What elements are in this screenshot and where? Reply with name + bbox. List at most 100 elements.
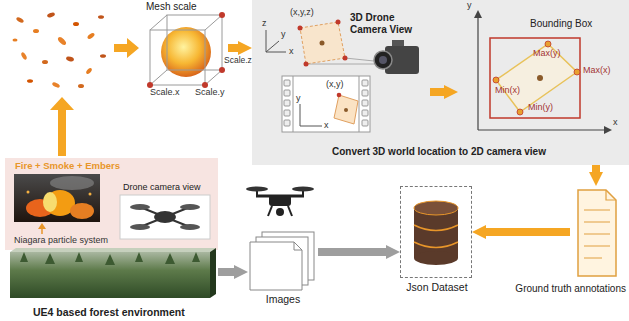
- image-stack: [294, 242, 302, 250]
- document-icon: [578, 190, 616, 276]
- node-text: 3D Drone Camera View: [350, 12, 426, 35]
- embers-image: [73, 22, 79, 26]
- mesh-cube: [205, 70, 222, 85]
- camera-icon: [392, 40, 404, 47]
- fire-image: [27, 191, 30, 194]
- projected-plane: [343, 56, 348, 61]
- embers-image: [20, 52, 27, 61]
- forest-image: [210, 248, 216, 298]
- drone-icon: [288, 206, 292, 216]
- document-icon: [584, 210, 610, 211]
- mesh-cube: [205, 15, 222, 30]
- node-text: Fire + Smoke + Embers: [15, 161, 120, 172]
- node-text: Mesh scale: [146, 1, 197, 13]
- camera-view-box: 3D Drone Camera View: [258, 4, 430, 136]
- environment-panel: [5, 158, 218, 250]
- embers-image: [85, 67, 93, 75]
- flow-arrow: [228, 44, 238, 52]
- embers-image: [100, 54, 106, 58]
- mesh-cube: [219, 12, 225, 18]
- drone-icon: [246, 187, 314, 217]
- bbox-plot: [490, 38, 580, 118]
- drone-icon: [276, 208, 284, 216]
- flow-arrow: [50, 97, 74, 156]
- forest-image: [20, 252, 28, 262]
- camera-icon: [379, 56, 387, 64]
- projected-plane: [320, 41, 325, 46]
- bbox-plot: [574, 69, 580, 75]
- diagram-label: x: [289, 47, 294, 57]
- film-strip: [300, 104, 301, 126]
- drone-view-image: [140, 207, 190, 227]
- fire-image: [14, 174, 100, 222]
- diagram-label: Max(y): [533, 49, 561, 59]
- projected-plane: [336, 20, 341, 25]
- axes-3d: [266, 41, 279, 52]
- images-box: Images: [248, 230, 318, 292]
- projected-plane: [298, 26, 303, 31]
- process-panel: [252, 0, 629, 165]
- embers-image: [52, 81, 61, 88]
- diagram-label: x: [613, 118, 618, 128]
- diagram-label: Min(x): [495, 86, 520, 96]
- bbox-plot: [537, 75, 543, 81]
- bbox-plot: [493, 77, 499, 83]
- drone-view-image: [130, 224, 150, 230]
- flow-arrow: [318, 248, 386, 256]
- niagara-leader: [38, 223, 46, 234]
- forest-image: [10, 248, 216, 298]
- bbox-plot: [474, 10, 482, 18]
- flow-arrow: [486, 228, 570, 236]
- forest-image: [10, 252, 210, 298]
- bbox-plot: [545, 41, 551, 47]
- camera-icon: [374, 40, 419, 74]
- drone-view-image: [180, 204, 200, 210]
- diagram-label: z: [262, 19, 267, 29]
- camera-icon: [374, 51, 392, 69]
- drone-icon: [269, 195, 291, 206]
- embers-image: [47, 12, 56, 18]
- film-strip: [362, 90, 368, 96]
- node-text: Json Dataset: [387, 281, 487, 293]
- mesh-cube: [147, 12, 225, 88]
- fire-image: [43, 192, 57, 212]
- node-text: Images: [238, 293, 328, 305]
- bbox-plot: [474, 10, 612, 134]
- film-strip: [284, 90, 290, 96]
- forest-image: [192, 252, 200, 262]
- document-icon: [584, 234, 610, 235]
- projected-plane: [306, 64, 374, 65]
- image-stack: [250, 242, 302, 290]
- node-text: Drone camera view: [123, 182, 201, 192]
- document-icon: [584, 246, 610, 247]
- dataset-box: Json Dataset: [400, 186, 472, 278]
- node-text: Convert 3D world location to 2D camera v…: [332, 146, 546, 158]
- projected-plane: [300, 22, 345, 64]
- bbox-plot: [604, 126, 612, 134]
- film-strip: [282, 76, 370, 132]
- drone-view-image: [180, 224, 200, 230]
- embers-image: [13, 38, 18, 41]
- film-strip: [284, 100, 290, 106]
- drone-view-image: [130, 204, 150, 210]
- fire-image: [89, 193, 92, 196]
- mesh-cube: [150, 15, 167, 30]
- database-icon: [414, 201, 458, 215]
- document-icon: [584, 222, 610, 223]
- document-icon: [606, 190, 616, 200]
- diagram-label: Scale.x: [150, 88, 180, 98]
- projected-plane: [345, 58, 374, 61]
- film-strip: [282, 76, 370, 132]
- fire-image: [50, 176, 94, 190]
- projected-plane: [304, 62, 309, 67]
- diagram-label: Min(y): [528, 103, 553, 113]
- mesh-cube: [150, 30, 205, 85]
- diagram-label: (x,y): [326, 80, 344, 90]
- database-icon: [414, 201, 458, 265]
- film-strip: [284, 80, 290, 86]
- flow-arrow: [114, 38, 139, 58]
- drone-view-image: [154, 211, 176, 223]
- film-strip: [284, 120, 290, 126]
- diagram-label: (x,y,z): [290, 8, 314, 18]
